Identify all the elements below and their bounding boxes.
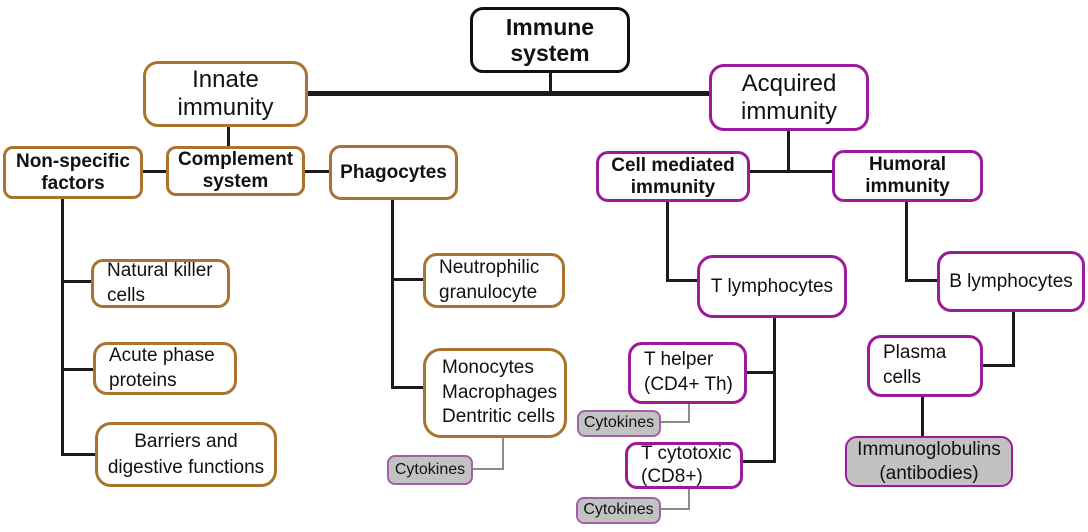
edge-branch-t-helper xyxy=(746,371,774,374)
edge-thelper-cytokines-v xyxy=(688,404,690,423)
edge-nonspecific-complement xyxy=(143,170,167,173)
node-innate-immunity: Innate immunity xyxy=(143,61,308,127)
node-plasma-cells: Plasma cells xyxy=(867,335,983,397)
edge-monocytes-cytokines-h xyxy=(472,468,504,470)
edge-acquired-down xyxy=(787,130,790,173)
node-neutrophilic-granulocyte: Neutrophilic granulocyte xyxy=(423,253,565,308)
edge-immune-to-spine xyxy=(549,72,552,93)
edge-cellmediated-humoral xyxy=(749,170,833,173)
edge-monocytes-cytokines-v xyxy=(502,438,504,470)
edge-branch-acute-phase xyxy=(63,368,94,371)
edge-tcytotoxic-cytokines-h xyxy=(660,508,690,510)
node-cytokines-t-helper: Cytokines xyxy=(577,410,661,437)
edge-humoral-down xyxy=(905,201,908,282)
edge-into-t-lymphocytes xyxy=(666,279,698,282)
edge-innate-complement xyxy=(227,126,230,147)
node-cytokines-t-cytotoxic: Cytokines xyxy=(576,497,661,524)
node-monocytes-macrophages-dentritic-cells: Monocytes Macrophages Dentritic cells xyxy=(423,348,567,438)
edge-spine-horizontal xyxy=(307,91,710,96)
edge-cellmediated-down xyxy=(666,201,669,282)
node-b-lymphocytes: B lymphocytes xyxy=(937,251,1085,312)
edge-complement-phagocytes xyxy=(304,170,330,173)
edge-t-lymphocytes-trunk xyxy=(773,317,776,463)
edge-into-plasma-cells xyxy=(982,364,1015,367)
node-cell-mediated-immunity: Cell mediated immunity xyxy=(596,151,750,202)
edge-branch-neutrophilic xyxy=(393,278,424,281)
edge-branch-natural-killer xyxy=(63,280,92,283)
node-complement-system: Complement system xyxy=(166,146,305,196)
edge-plasma-immunoglobulins xyxy=(921,396,924,437)
edge-tcytotoxic-cytokines-v xyxy=(688,489,690,510)
node-barriers-digestive-functions: Barriers and digestive functions xyxy=(95,422,277,487)
node-t-cytotoxic: T cytotoxic (CD8+) xyxy=(625,442,743,489)
node-cytokines-monocytes: Cytokines xyxy=(387,455,473,485)
node-natural-killer-cells: Natural killer cells xyxy=(91,259,230,308)
edge-branch-t-cytotoxic xyxy=(742,460,774,463)
edge-branch-barriers xyxy=(63,453,96,456)
edge-b-lymphocytes-down xyxy=(1012,311,1015,367)
node-phagocytes: Phagocytes xyxy=(329,145,458,200)
node-acquired-immunity: Acquired immunity xyxy=(709,64,869,131)
node-nonspecific-factors: Non-specific factors xyxy=(3,146,143,199)
node-immune-system: Immune system xyxy=(470,7,630,73)
node-acute-phase-proteins: Acute phase proteins xyxy=(93,342,237,395)
node-t-lymphocytes: T lymphocytes xyxy=(697,255,847,318)
edge-nonspecific-trunk xyxy=(61,198,64,456)
edge-branch-monocytes xyxy=(393,386,424,389)
node-immunoglobulins: Immunoglobulins (antibodies) xyxy=(845,436,1013,487)
edge-phagocytes-trunk xyxy=(391,199,394,389)
node-humoral-immunity: Humoral immunity xyxy=(832,150,983,202)
edge-into-b-lymphocytes xyxy=(905,279,938,282)
node-t-helper: T helper (CD4+ Th) xyxy=(628,342,747,404)
edge-thelper-cytokines-h xyxy=(660,421,690,423)
